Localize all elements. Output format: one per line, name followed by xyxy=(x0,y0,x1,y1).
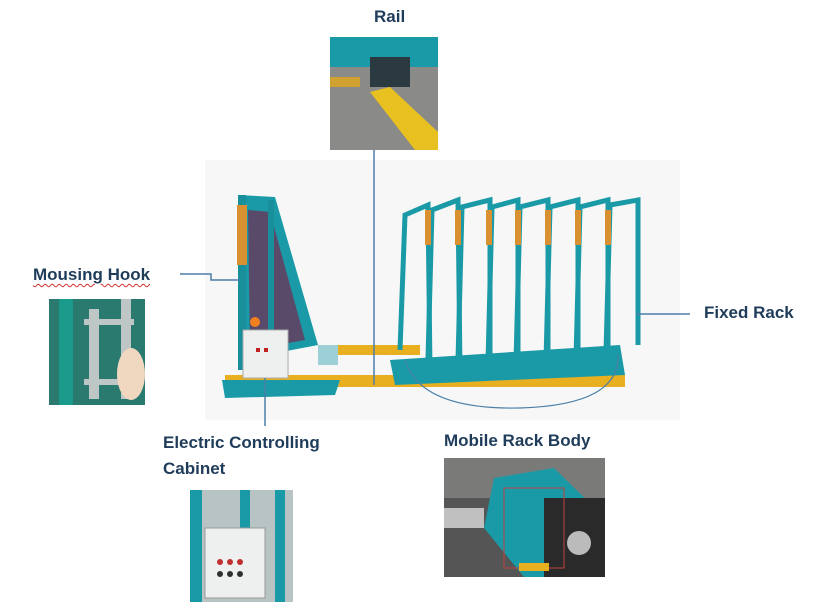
cabinet-label-line1: Electric Controlling xyxy=(163,433,320,452)
mobile-rack-body-photo xyxy=(444,458,605,577)
mousing-hook-photo xyxy=(49,299,145,405)
cabinet-label-line2: Cabinet xyxy=(163,459,226,478)
rail-photo xyxy=(330,37,438,150)
mousing-hook-label: Mousing Hook xyxy=(33,262,150,288)
cabinet-photo xyxy=(190,490,293,602)
mobile-rack-body-label: Mobile Rack Body xyxy=(444,431,591,450)
rack-machine-image xyxy=(205,160,680,420)
mousing-hook-text: Mousing Hook xyxy=(33,265,151,284)
mobile-rack-arc xyxy=(404,354,619,409)
rail-label: Rail xyxy=(374,7,406,26)
mousing-hook-leader-line xyxy=(180,273,240,281)
fixed-rack-label: Fixed Rack xyxy=(704,303,794,322)
